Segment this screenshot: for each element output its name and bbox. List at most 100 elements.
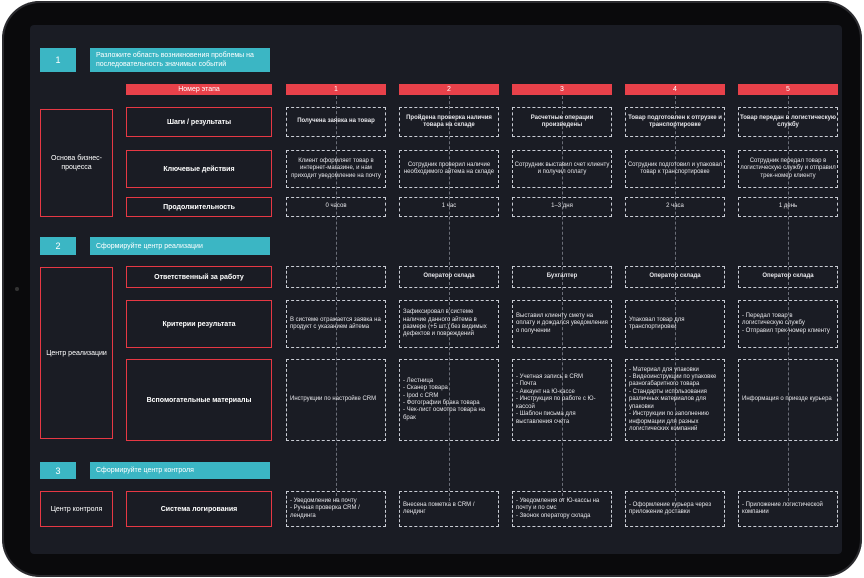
- stage-number-2: 2: [399, 84, 499, 95]
- step-cell-3: Расчетные операции произведены: [512, 107, 612, 137]
- criteria-cell-1: В системе отражается заявка на продукт с…: [286, 300, 386, 348]
- cell-text: Товар передан в логистическую службу: [739, 114, 837, 128]
- responsible-cell-2: Оператор склада: [399, 266, 499, 288]
- stage-number-text: 5: [786, 86, 790, 93]
- stage-number-3: 3: [512, 84, 612, 95]
- column-connector: [562, 86, 563, 501]
- logging-cell-4: - Оформление курьера через приложение до…: [625, 491, 725, 527]
- row-label-duration: Продолжительность: [126, 197, 272, 217]
- row-label-actions: Ключевые действия: [126, 150, 272, 188]
- stage-number-text: 2: [447, 86, 451, 93]
- cell-text: 1–3 дня: [551, 203, 573, 210]
- action-cell-1: Клиент оформляет товар в интернет-магази…: [286, 150, 386, 188]
- step-cell-5: Товар передан в логистическую службу: [738, 107, 838, 137]
- materials-cell-1: Инструкции по настройке CRM: [286, 359, 386, 441]
- column-connector: [336, 86, 337, 501]
- criteria-cell-4: Упаковал товар для транспортировки: [625, 300, 725, 348]
- cell-text: - Оформление курьера через приложение до…: [629, 501, 712, 515]
- criteria-cell-5: - Передал товар в логистическую службу -…: [738, 300, 838, 348]
- cell-text: - Лестница - Сканер товара - Ipod с CRM …: [403, 377, 486, 421]
- category-realization: Центр реализации: [40, 267, 113, 439]
- stage-number-text: 1: [334, 86, 338, 93]
- row-label-responsible: Ответственный за работу: [126, 266, 272, 288]
- category-text: Основа бизнес-процесса: [51, 155, 102, 171]
- column-connector: [675, 86, 676, 501]
- section-title-text: Сформируйте центр контроля: [96, 467, 194, 474]
- duration-cell-5: 1 день: [738, 197, 838, 217]
- materials-cell-4: - Материал для упаковки - Видеоинструкци…: [625, 359, 725, 441]
- section-2-title: Сформируйте центр реализации: [90, 237, 270, 255]
- section-3-number: 3: [40, 462, 76, 479]
- step-cell-1: Получена заявка на товар: [286, 107, 386, 137]
- duration-cell-4: 2 часа: [625, 197, 725, 217]
- cell-text: Клиент оформляет товар в интернет-магази…: [291, 157, 381, 179]
- section-3-title: Сформируйте центр контроля: [90, 462, 270, 479]
- cell-text: Сотрудник выставил счет клиенту и получи…: [514, 161, 610, 175]
- section-title-text: Разложите область возникновения проблемы…: [96, 52, 254, 68]
- cell-text: Сотрудник передал товар в логистическую …: [740, 157, 836, 179]
- action-cell-3: Сотрудник выставил счет клиенту и получи…: [512, 150, 612, 188]
- row-label-text: Вспомогательные материалы: [146, 396, 252, 404]
- row-label-logging: Система логирования: [126, 491, 272, 527]
- section-2-number: 2: [40, 237, 76, 255]
- cell-text: Сотрудник подготовил и упаковал товар к …: [627, 161, 723, 175]
- row-label-steps: Шаги / результаты: [126, 107, 272, 137]
- materials-cell-3: - Учетная запись в CRM - Почта - Аккаунт…: [512, 359, 612, 441]
- stage-header-text: Номер этапа: [178, 86, 220, 93]
- cell-text: 2 часа: [666, 203, 684, 210]
- duration-cell-1: 0 часов: [286, 197, 386, 217]
- cell-text: Зафиксировал в системе наличие данного а…: [403, 309, 487, 338]
- cell-text: 1 час: [441, 203, 457, 210]
- duration-cell-2: 1 час: [399, 197, 499, 217]
- logging-cell-5: - Приложение логистической компании: [738, 491, 838, 527]
- cell-text: В системе отражается заявка на продукт с…: [290, 316, 381, 330]
- row-label-text: Система логирования: [160, 505, 238, 513]
- responsible-cell-1: [286, 266, 386, 288]
- action-cell-4: Сотрудник подготовил и упаковал товар к …: [625, 150, 725, 188]
- cell-text: Сотрудник проверил наличие необходимого …: [403, 161, 495, 175]
- category-text: Центр реализации: [46, 349, 107, 357]
- cell-text: - Передал товар в логистическую службу -…: [742, 312, 830, 334]
- section-number-text: 3: [55, 465, 61, 476]
- cell-text: Расчетные операции произведены: [530, 114, 594, 128]
- cell-text: Товар подготовлен к отгрузке и транспорт…: [628, 114, 722, 128]
- cell-text: Упаковал товар для транспортировки: [629, 316, 685, 330]
- stage-number-4: 4: [625, 84, 725, 95]
- cell-text: Выставил клиенту смету на оплату и дожда…: [516, 312, 608, 334]
- responsible-cell-5: Оператор склада: [738, 266, 838, 288]
- step-cell-4: Товар подготовлен к отгрузке и транспорт…: [625, 107, 725, 137]
- materials-cell-2: - Лестница - Сканер товара - Ipod с CRM …: [399, 359, 499, 441]
- materials-cell-5: Информация о приезде курьера: [738, 359, 838, 441]
- responsible-cell-3: Бухгалтер: [512, 266, 612, 288]
- cell-text: Информация о приезде курьера: [742, 396, 832, 403]
- section-number-text: 2: [55, 241, 61, 251]
- cell-text: Оператор склада: [762, 273, 814, 280]
- action-cell-2: Сотрудник проверил наличие необходимого …: [399, 150, 499, 188]
- cell-text: 0 часов: [325, 203, 347, 210]
- cell-text: - Уведомление на почту - Ручная проверка…: [290, 497, 360, 519]
- screen: 1 Разложите область возникновения пробле…: [30, 25, 842, 554]
- column-connector: [788, 86, 789, 501]
- stage-number-text: 4: [673, 86, 677, 93]
- cell-text: - Уведомления от Ю-кассы на почту и по с…: [516, 497, 600, 519]
- section-number-text: 1: [55, 55, 61, 65]
- stage-header-label: Номер этапа: [126, 84, 272, 95]
- row-label-materials: Вспомогательные материалы: [126, 359, 272, 441]
- cell-text: 1 день: [778, 203, 798, 210]
- logging-cell-2: Внесена пометка в CRM / лендинг: [399, 491, 499, 527]
- cell-text: Бухгалтер: [546, 273, 578, 280]
- step-cell-2: Пройдена проверка наличия товара на скла…: [399, 107, 499, 137]
- section-title-text: Сформируйте центр реализации: [96, 242, 203, 250]
- category-text: Центр контроля: [50, 505, 103, 513]
- cell-text: Оператор склада: [649, 273, 701, 280]
- stage-number-1: 1: [286, 84, 386, 95]
- category-control: Центр контроля: [40, 491, 113, 527]
- camera-dot: [15, 287, 19, 291]
- row-label-text: Ключевые действия: [163, 165, 235, 173]
- stage-number-5: 5: [738, 84, 838, 95]
- section-1-number: 1: [40, 48, 76, 72]
- category-business: Основа бизнес-процесса: [40, 109, 113, 217]
- cell-text: - Материал для упаковки - Видеоинструкци…: [629, 366, 717, 432]
- column-connector: [449, 86, 450, 501]
